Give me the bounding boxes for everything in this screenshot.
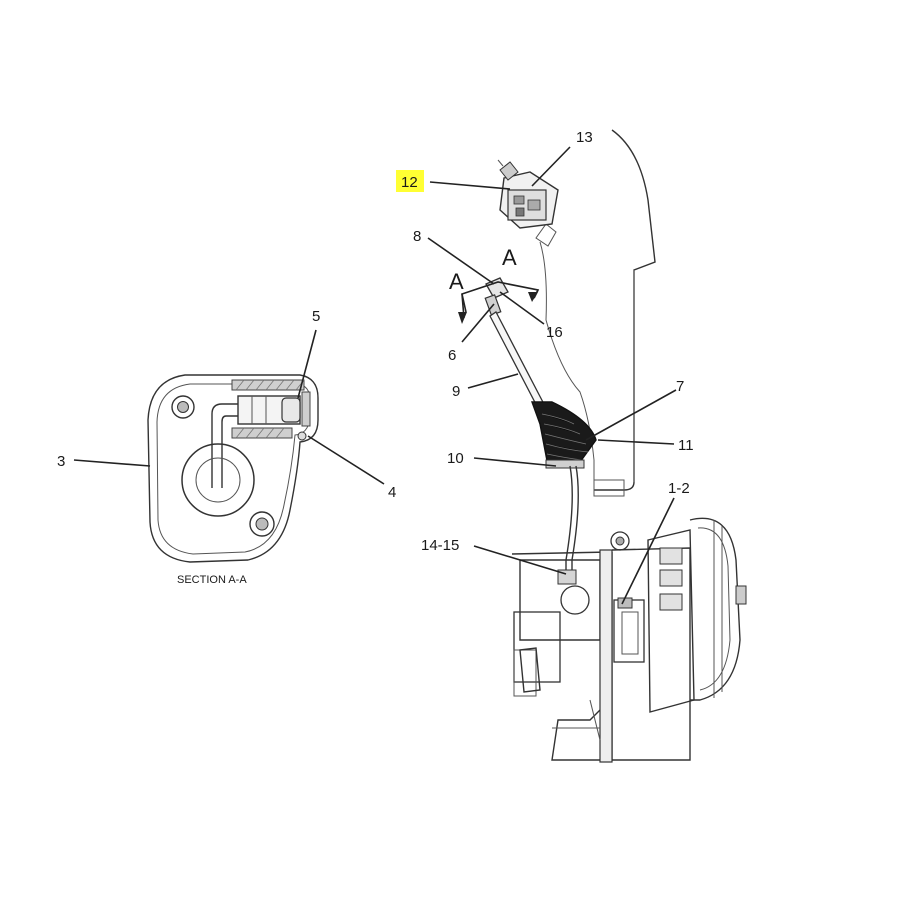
callout-14-15: 14-15: [421, 537, 459, 554]
callout-10: 10: [447, 450, 464, 467]
shift-lever: [484, 277, 597, 576]
callout-5: 5: [312, 308, 320, 325]
transmission-assembly: [511, 517, 747, 763]
callout-12-highlight: [396, 170, 424, 192]
section-housing-outer: [147, 374, 319, 563]
callout-16: 16: [546, 324, 563, 341]
callout-13: 13: [576, 129, 593, 146]
callout-7: 7: [676, 378, 684, 395]
section-marker-left: A: [449, 269, 464, 294]
callout-11: 11: [678, 437, 694, 454]
callout-8: 8: [413, 228, 421, 245]
callout-4: 4: [388, 484, 396, 501]
section-lever-boss-outer: [181, 443, 255, 517]
callout-1-2: 1-2: [668, 480, 690, 497]
bolt-icon: [171, 395, 195, 419]
section-cut-marker: [458, 281, 540, 324]
callout-3: 3: [57, 453, 65, 470]
callout-12: 12: [401, 174, 418, 191]
transmission-switch: [497, 159, 559, 229]
callout-9: 9: [452, 383, 460, 400]
section-a-a-detail: [147, 374, 319, 563]
section-marker-right: A: [502, 245, 517, 270]
section-caption: SECTION A-A: [177, 574, 247, 586]
bolt-icon: [249, 511, 275, 537]
callout-6: 6: [448, 347, 456, 364]
section-hatch: [231, 379, 311, 439]
